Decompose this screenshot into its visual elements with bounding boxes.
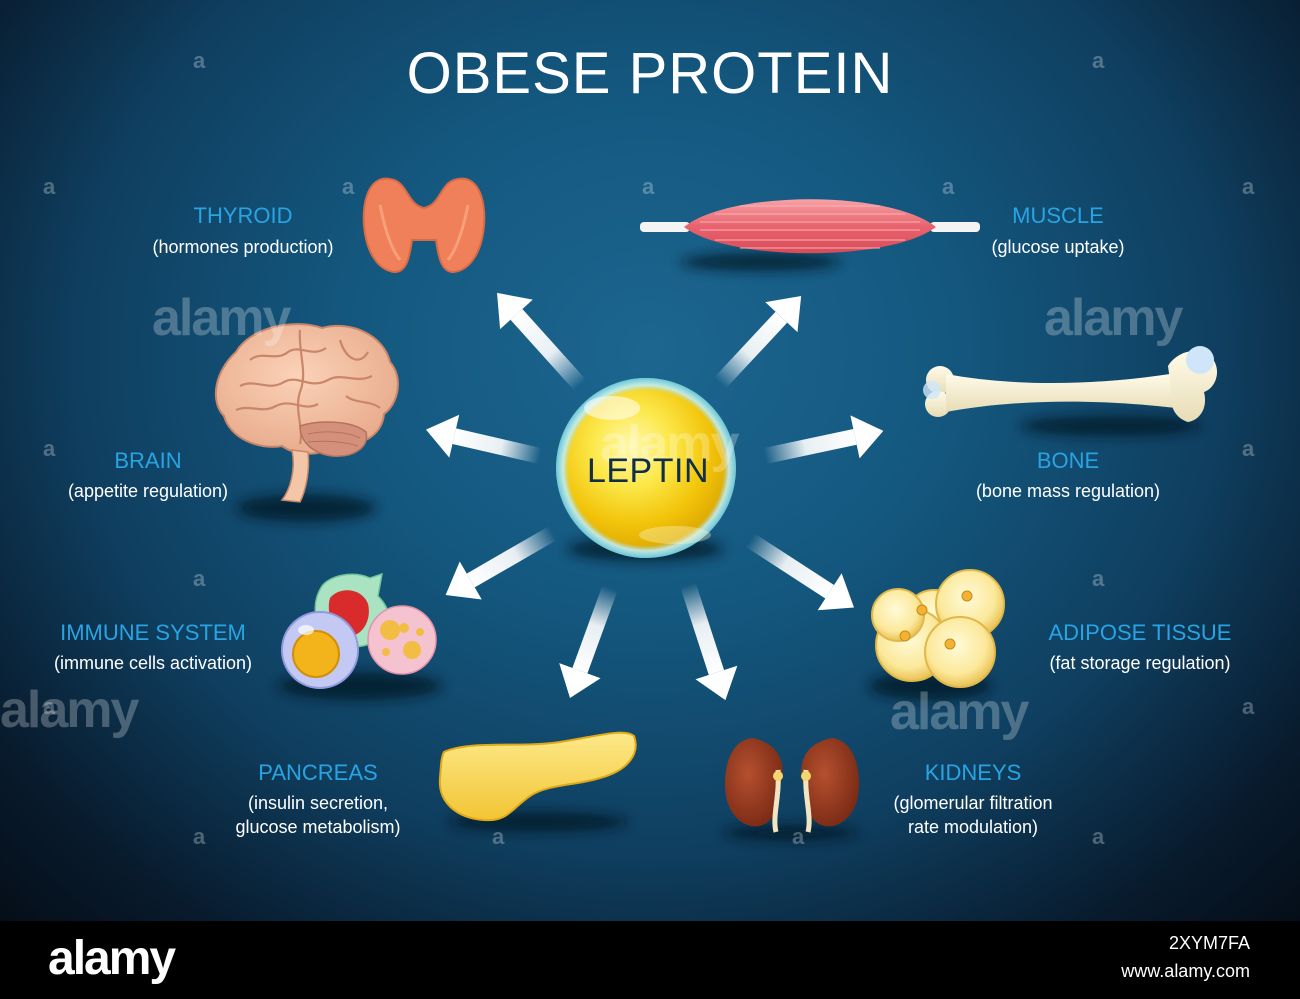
leptin-sphere: [556, 378, 736, 558]
bone-name: BONE: [1036, 448, 1100, 473]
immune-system-desc: (immune cells activation): [53, 653, 253, 673]
immune-cells-illustration: [281, 572, 437, 689]
adipose-tissue-name: ADIPOSE TISSUE: [1048, 620, 1232, 645]
immune-system-name: IMMUNE SYSTEM: [60, 620, 246, 645]
arrow-pancreas: [559, 585, 618, 698]
watermark-logo-3: alamy: [600, 415, 739, 473]
leptin-label: LEPTIN: [586, 452, 710, 490]
kidneys-desc-line2: rate modulation): [907, 817, 1039, 837]
footer-bar: alamy 2XYM7FA www.alamy.com: [0, 921, 1300, 999]
arrow-muscle: [714, 295, 802, 389]
watermark-mark: a: [1242, 436, 1255, 461]
bone-desc: (bone mass regulation): [975, 481, 1161, 501]
watermark-mark: a: [492, 824, 505, 849]
arrow-thyroid: [497, 292, 586, 391]
pancreas-desc-line2: glucose metabolism): [235, 817, 401, 837]
watermark-mark: a: [1242, 694, 1255, 719]
watermark-mark: a: [193, 48, 206, 73]
diagram-title: OBESE PROTEIN: [406, 41, 894, 106]
watermark-logo-2: alamy: [1044, 289, 1183, 347]
image-id: 2XYM7FA: [1168, 933, 1250, 953]
diagram-artwork: [215, 177, 1218, 841]
watermark-mark: a: [43, 436, 56, 461]
adipose-illustration: [871, 569, 1005, 688]
watermark-mark: a: [1092, 48, 1105, 73]
source-url: www.alamy.com: [1121, 961, 1250, 981]
watermark-mark: a: [342, 174, 355, 199]
adipose-tissue-desc: (fat storage regulation): [1049, 653, 1231, 673]
arrow-bone: [763, 415, 884, 464]
muscle-desc: (glucose uptake): [991, 237, 1125, 257]
watermark-mark: a: [1092, 566, 1105, 591]
muscle-name: MUSCLE: [1012, 203, 1104, 228]
watermark-mark: a: [942, 174, 955, 199]
watermark-mark: a: [1242, 174, 1255, 199]
watermark-mark: a: [43, 174, 56, 199]
watermark-mark: a: [642, 174, 655, 199]
watermark-logo-4: alamy: [0, 681, 139, 739]
arrow-brain: [425, 414, 542, 464]
arrow-adipose: [745, 533, 854, 611]
watermark-logo-5: alamy: [890, 683, 1029, 741]
watermark-mark: a: [193, 824, 206, 849]
brain-name: BRAIN: [114, 448, 182, 473]
brain-illustration: [215, 323, 399, 503]
thyroid-name: THYROID: [193, 203, 293, 228]
footer-logo: alamy: [48, 932, 176, 985]
thyroid-desc: (hormones production): [152, 237, 334, 257]
watermark-mark: a: [193, 566, 206, 591]
watermark-mark: a: [792, 824, 805, 849]
thyroid-illustration: [362, 177, 486, 274]
arrows: [425, 292, 884, 701]
watermark-mark: a: [1092, 824, 1105, 849]
pancreas-illustration: [438, 731, 637, 822]
kidneys-illustration: [725, 738, 859, 833]
arrow-immune: [445, 526, 557, 600]
pancreas-name: PANCREAS: [258, 760, 378, 785]
arrow-kidneys: [680, 582, 738, 701]
muscle-illustration: [640, 199, 980, 254]
watermark-logo-1: alamy: [152, 289, 291, 347]
brain-desc: (appetite regulation): [67, 481, 229, 501]
watermark-mark: a: [43, 694, 56, 719]
pancreas-desc-line1: (insulin secretion,: [247, 793, 389, 813]
bone-illustration: [923, 346, 1218, 422]
kidneys-desc-line1: (glomerular filtration: [893, 793, 1053, 813]
kidneys-name: KIDNEYS: [924, 760, 1022, 785]
